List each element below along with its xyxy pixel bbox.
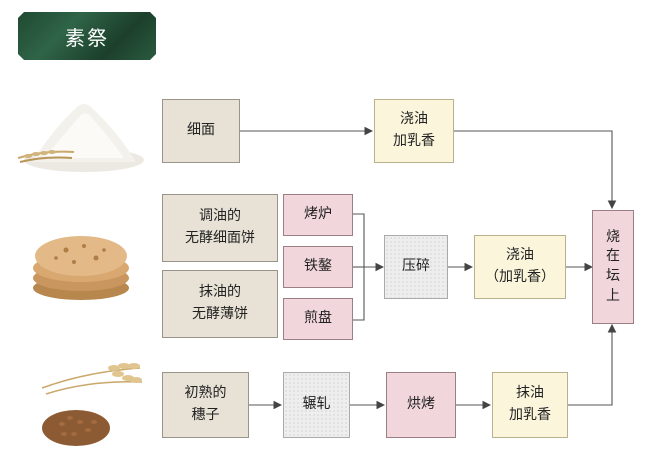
smear-oil-frankincense-box: 抹油 加乳香 [492, 372, 568, 438]
title-banner: 素祭 [18, 12, 156, 60]
oil-mixed-label-1: 调油的 [199, 208, 241, 225]
pour-oil-frankincense-box-mid: 浇油 （加乳香） [474, 235, 566, 299]
griddle-label: 铁鏊 [304, 258, 332, 275]
burn-char-2: 在 [606, 248, 620, 265]
oil-smeared-label-1: 抹油的 [199, 284, 241, 301]
burn-char-1: 烧 [606, 228, 620, 245]
add-frankincense-mid-label: （加乳香） [485, 269, 555, 285]
flour-pile-image [17, 104, 144, 172]
pour-oil-label: 浇油 [400, 111, 428, 128]
burn-char-4: 上 [606, 287, 620, 304]
oven-label: 烤炉 [304, 206, 332, 223]
smear-oil-label: 抹油 [516, 385, 544, 402]
ripe-ears-label-2: 穗子 [191, 407, 220, 423]
pour-oil-mid-label: 浇油 [506, 247, 534, 264]
smear-frankincense-label: 加乳香 [509, 407, 551, 423]
grind-label: 辗轧 [302, 396, 331, 413]
pan-label: 煎盘 [304, 310, 332, 327]
oil-smeared-label-2: 无酵薄饼 [192, 306, 248, 322]
burn-on-altar-box: 烧 在 坛 上 [592, 210, 634, 324]
flatbread-stack-image [33, 236, 129, 300]
title: 素祭 [65, 25, 109, 50]
roast-label: 烘烤 [407, 396, 435, 413]
oil-mixed-cake-box: 调油的 无酵细面饼 [162, 194, 278, 262]
fine-flour-label: 细面 [187, 122, 215, 139]
crush-label: 压碎 [402, 258, 430, 275]
pan-box: 煎盘 [283, 298, 353, 340]
roast-box: 烘烤 [386, 372, 456, 438]
burn-char-3: 坛 [606, 268, 620, 284]
oil-mixed-label-2: 无酵细面饼 [185, 230, 255, 246]
crush-box: 压碎 [384, 235, 448, 299]
pour-oil-frankincense-box-top: 浇油 加乳香 [374, 99, 454, 163]
add-frankincense-label: 加乳香 [393, 133, 435, 149]
grind-box: 辗轧 [283, 372, 350, 438]
griddle-box: 铁鏊 [283, 246, 353, 288]
fine-flour-box: 细面 [162, 99, 240, 163]
ripe-ears-label-1: 初熟的 [184, 385, 227, 402]
ripe-ears-box: 初熟的 穗子 [162, 372, 249, 438]
wheat-and-grain-image [41, 363, 143, 446]
oil-smeared-wafer-box: 抹油的 无酵薄饼 [162, 270, 278, 338]
oven-box: 烤炉 [283, 194, 353, 236]
